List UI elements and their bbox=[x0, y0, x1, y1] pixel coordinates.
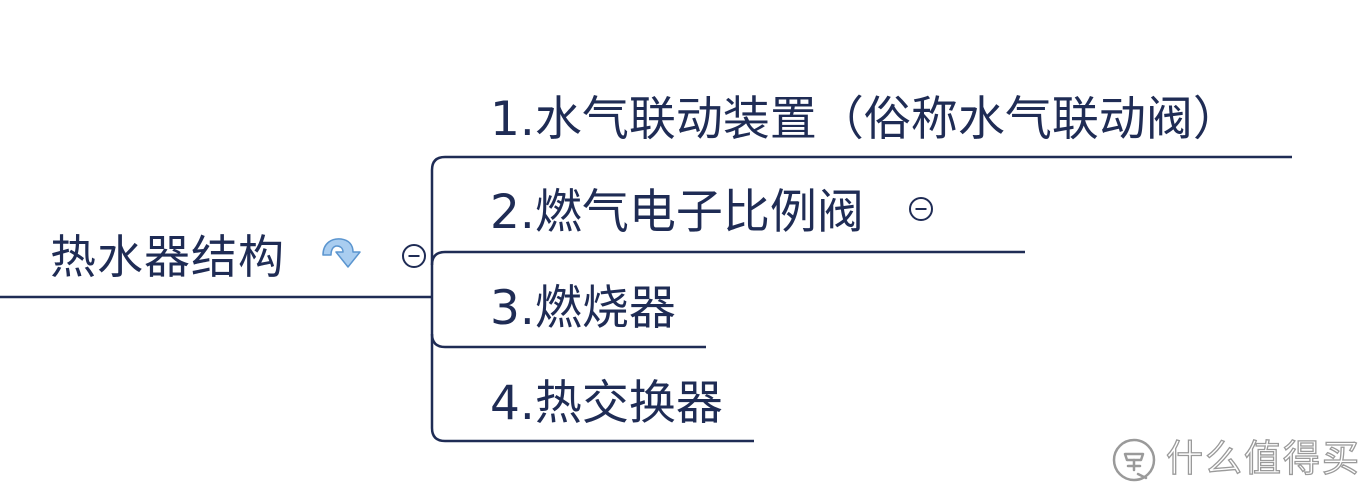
watermark: 什么值得买 bbox=[1110, 432, 1360, 488]
collapse-minus-icon[interactable] bbox=[400, 242, 428, 270]
redo-arrow-icon bbox=[322, 238, 361, 268]
branch-topic-4[interactable]: 4.热交换器 bbox=[490, 376, 723, 431]
branch-topic-2[interactable]: 2.燃气电子比例阀 bbox=[490, 185, 864, 240]
branch-2-connector bbox=[430, 250, 1025, 266]
branch-4-connector bbox=[430, 334, 754, 443]
branch-1-connector bbox=[430, 155, 1292, 297]
branch-topic-1[interactable]: 1.水气联动装置（俗称水气联动阀） bbox=[490, 92, 1240, 147]
branch-topic-3[interactable]: 3.燃烧器 bbox=[490, 281, 676, 336]
smzdm-logo-icon bbox=[1112, 438, 1156, 482]
root-topic-label[interactable]: 热水器结构 bbox=[50, 230, 285, 284]
collapse-minus-icon[interactable] bbox=[907, 195, 935, 223]
watermark-text: 什么值得买 bbox=[1165, 437, 1360, 480]
